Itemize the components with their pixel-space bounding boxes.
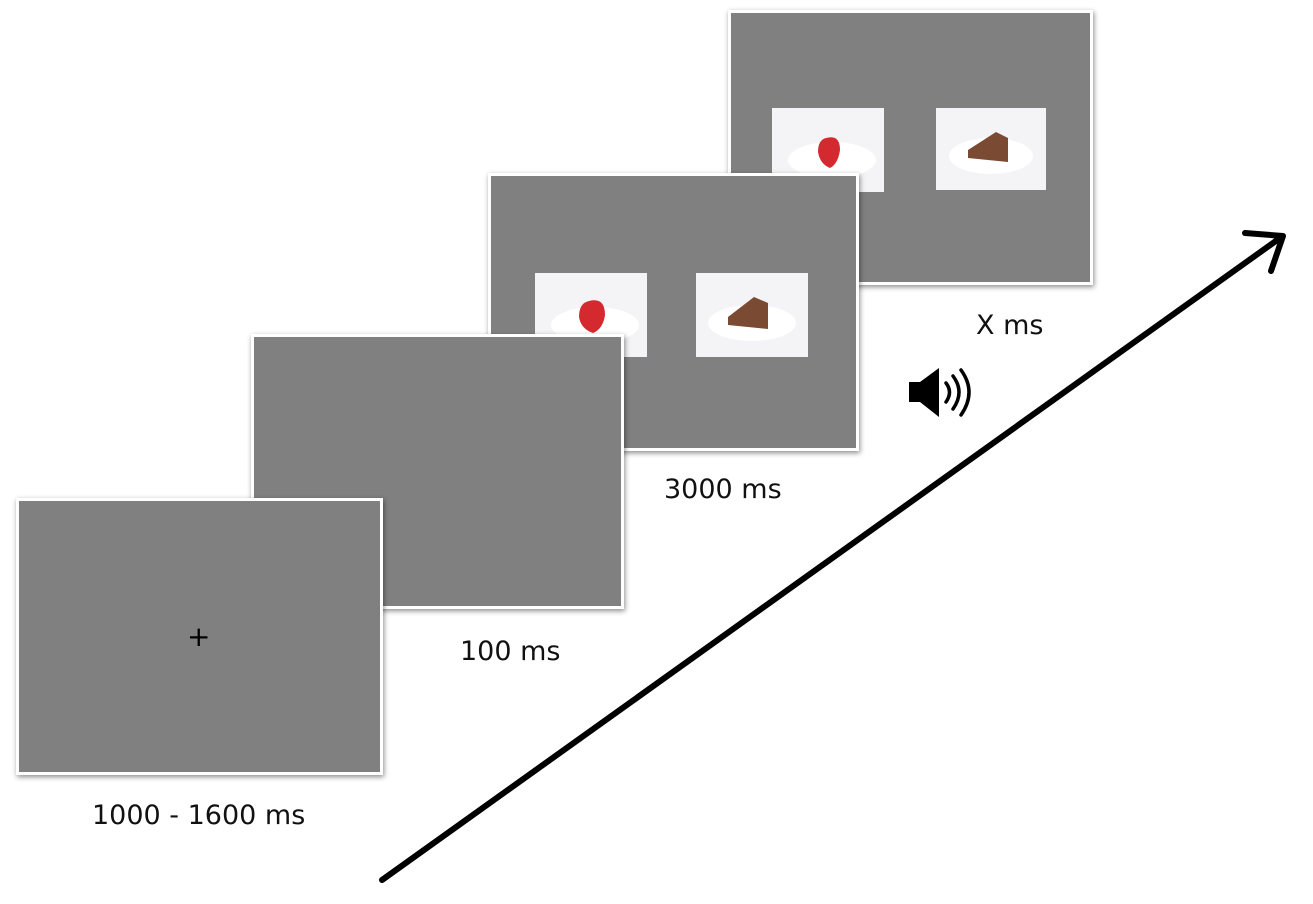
fixation-cross: + — [187, 620, 211, 653]
screen-frame-choice — [488, 173, 859, 451]
duration-label-fixation: 1000 - 1600 ms — [92, 800, 306, 831]
speaker-icon — [909, 368, 971, 417]
screen-frame-response — [728, 10, 1093, 285]
duration-label-choice: 3000 ms — [664, 474, 782, 505]
duration-label-blank: 100 ms — [460, 636, 561, 667]
chocolate-cake-image — [696, 273, 808, 357]
strawberry-image — [772, 108, 884, 192]
chocolate-cake-image — [936, 108, 1046, 190]
duration-label-response: X ms — [976, 310, 1044, 341]
screen-frame-fixation: + — [16, 498, 383, 775]
